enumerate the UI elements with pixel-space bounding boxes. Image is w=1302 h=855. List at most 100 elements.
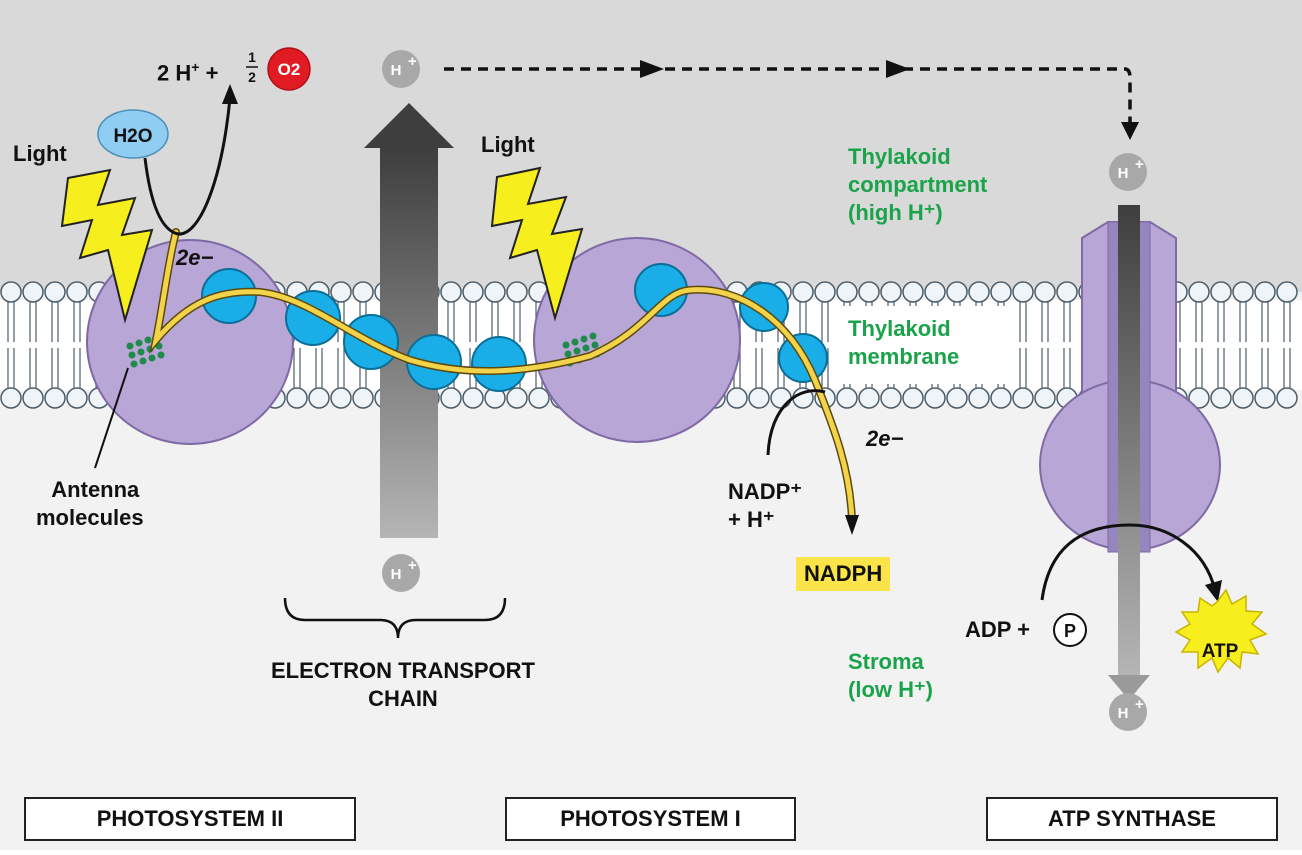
atp-starburst: [1174, 588, 1268, 674]
dashed-arrowhead: [1121, 122, 1139, 140]
phospholipid-tail: [51, 302, 59, 342]
electron-path: [149, 228, 859, 535]
phospholipid-head: [1210, 281, 1232, 303]
phospholipid-tail: [1261, 302, 1269, 342]
thylakoid-membrane-line: membrane: [848, 344, 960, 369]
thylakoid-compartment-line: compartment: [848, 172, 988, 197]
phospholipid-tail: [1041, 348, 1049, 388]
phospholipid-head: [770, 387, 792, 409]
phospholipid-tail: [315, 348, 323, 388]
phospholipid-head: [1254, 281, 1276, 303]
phospholipid-tail: [1217, 302, 1225, 342]
phospholipid-head: [946, 281, 968, 303]
dashed-arrowhead: [886, 60, 910, 78]
phospholipid-head: [66, 387, 88, 409]
phospholipid-tail: [29, 302, 37, 342]
phospholipid-head: [1034, 387, 1056, 409]
atp-synthase-complex: [1039, 205, 1221, 700]
phospholipid-head: [330, 387, 352, 409]
phospholipid-tail: [293, 348, 301, 388]
phospholipid-tail: [1019, 348, 1027, 388]
phospholipid-head: [1276, 387, 1298, 409]
phospholipid-head: [924, 281, 946, 303]
phospholipid-head: [506, 281, 528, 303]
phospholipid-tail: [51, 348, 59, 388]
phospholipid-head: [22, 387, 44, 409]
etc-brace: [283, 597, 507, 639]
h-ion-charge: +: [1135, 156, 1144, 173]
h-ion-badge: H +: [1109, 153, 1147, 191]
phospholipid-head: [1254, 387, 1276, 409]
phospholipid-head: [726, 387, 748, 409]
phospholipid-head: [880, 387, 902, 409]
phospholipid-tail: [755, 348, 763, 388]
phospholipid-head: [858, 281, 880, 303]
phospholipid-head: [286, 387, 308, 409]
phospholipid-tail: [1195, 348, 1203, 388]
antenna-label-line: molecules: [36, 505, 144, 530]
phospholipid-tail: [469, 302, 477, 342]
phospholipid-head: [748, 387, 770, 409]
phospholipid-head: [462, 387, 484, 409]
phospholipid-tail: [1239, 348, 1247, 388]
nadp-label-line: NADP⁺: [728, 479, 802, 504]
phospholipid-tail: [821, 302, 829, 342]
nadp-label-line: + H⁺: [728, 507, 775, 532]
phospholipid-head: [44, 281, 66, 303]
phospholipid-head: [440, 281, 462, 303]
photosystem-i-box: PHOTOSYSTEM I: [505, 797, 796, 841]
etc-label-line: CHAIN: [368, 686, 438, 711]
light-label-left: Light: [13, 141, 67, 166]
phospholipid-head: [968, 281, 990, 303]
photosystem-ii-box: PHOTOSYSTEM II: [24, 797, 356, 841]
water-splitting-arrow: [143, 97, 232, 236]
h-ion-charge: +: [408, 557, 417, 574]
products-prefix: 2 H: [157, 60, 192, 86]
phospholipid-tail: [1283, 348, 1291, 388]
h-ion-label: H: [391, 566, 402, 583]
phospholipid-head: [1210, 387, 1232, 409]
phospholipid-head: [990, 387, 1012, 409]
thylakoid-compartment-line: (high H⁺): [848, 200, 943, 225]
phospholipid-head: [44, 387, 66, 409]
phospholipid-head: [1232, 281, 1254, 303]
light-label-right: Light: [481, 132, 535, 157]
h-ion-label: H: [1118, 165, 1129, 182]
h-ion-charge: +: [408, 53, 417, 70]
atp-arrowhead: [1205, 580, 1222, 602]
h-ion-charge: +: [1135, 696, 1144, 713]
h-ion-badge: H +: [382, 554, 420, 592]
phospholipid-tail: [491, 302, 499, 342]
phospholipid-head: [792, 281, 814, 303]
phospholipid-head: [836, 281, 858, 303]
phospholipid-head: [1034, 281, 1056, 303]
stroma-label-line: (low H⁺): [848, 677, 933, 702]
phospholipid-tail: [1261, 348, 1269, 388]
phospholipid-head: [352, 281, 374, 303]
phospholipid-head: [902, 387, 924, 409]
phospholipid-head: [484, 281, 506, 303]
phospholipid-tail: [1195, 302, 1203, 342]
antenna-pointer-line: [94, 367, 129, 469]
thylakoid-membrane-label: Thylakoid membrane: [848, 315, 959, 371]
phospholipid-head: [1056, 281, 1078, 303]
phospholipid-head: [990, 281, 1012, 303]
phospholipid-tail: [7, 302, 15, 342]
water-molecule: [97, 109, 169, 159]
phospholipid-tail: [29, 348, 37, 388]
lightning-icon: [490, 166, 584, 322]
phospholipid-head: [528, 387, 550, 409]
water-label: H2O: [113, 126, 152, 147]
phospholipid-head: [858, 387, 880, 409]
phospholipid-head: [946, 387, 968, 409]
phospholipid-head: [880, 281, 902, 303]
phospholipid-tail: [1063, 302, 1071, 342]
membrane-label-band: [830, 306, 1006, 384]
phospholipid-head: [814, 281, 836, 303]
phospholipid-head: [330, 281, 352, 303]
phospholipid-head: [506, 387, 528, 409]
atp-synthase-box: ATP SYNTHASE: [986, 797, 1278, 841]
phospholipid-tail: [447, 302, 455, 342]
